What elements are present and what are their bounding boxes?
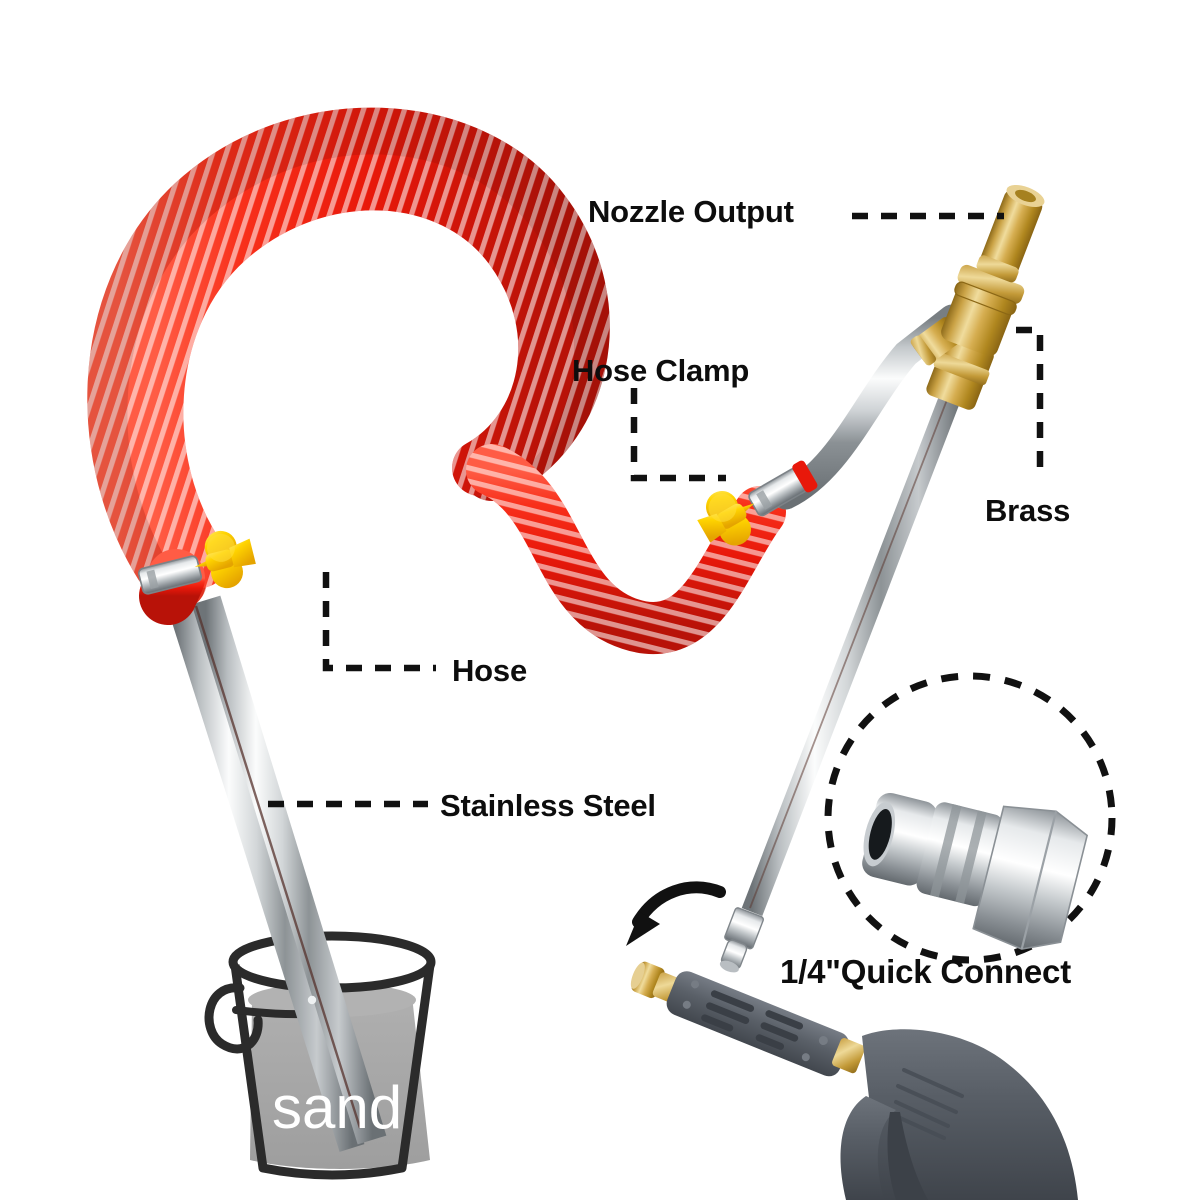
- brass-nozzle-tip: [976, 184, 1045, 283]
- gun-brass-nut: [832, 1038, 865, 1074]
- leader-lines: [268, 212, 1044, 808]
- brass-lower-ring: [933, 352, 990, 386]
- label-sand: sand: [272, 1074, 403, 1141]
- clamp-band-slot-upper: [756, 490, 773, 510]
- leader-hose-clamp: [630, 388, 726, 482]
- lance-main-tube: [741, 368, 971, 916]
- label-hose: Hose: [452, 653, 528, 688]
- brass-collar-1: [957, 264, 1025, 304]
- quick-connect-inset: [824, 672, 1116, 964]
- label-hose-clamp: Hose Clamp: [572, 353, 750, 388]
- yellow-hose-clamp-lower: [138, 530, 256, 595]
- lance-seam: [749, 373, 958, 909]
- quick-connect-plug: [862, 792, 1089, 950]
- arrow-shaft: [632, 881, 726, 928]
- stainless-suction-wand: [163, 588, 387, 1152]
- gun-trigger-guard: [840, 1096, 896, 1200]
- gun-vent-slots: [701, 990, 804, 1050]
- qc-groove-1: [930, 804, 962, 898]
- label-brass: Brass: [985, 493, 1071, 528]
- leader-hose: [322, 572, 436, 672]
- gun-barrel: [666, 971, 850, 1077]
- nozzle-base-ring: [976, 255, 1019, 283]
- yellow-hose-clamp-upper: [697, 460, 818, 546]
- wand-bead: [307, 995, 317, 1005]
- red-corrugated-hose: [60, 90, 800, 670]
- nozzle-stem: [980, 189, 1043, 278]
- qc-groove-2: [955, 810, 987, 904]
- brass-y-fitting: [910, 184, 1045, 410]
- leader-brass: [1016, 326, 1044, 470]
- gun-trigger: [887, 1112, 928, 1200]
- arrow-head: [626, 912, 660, 946]
- hose-tail-ribs: [440, 440, 800, 670]
- clamp-wing-upper: [697, 491, 755, 546]
- clamp-band-slot-lower: [146, 569, 159, 590]
- qc-hex-nut: [972, 805, 1089, 950]
- wand-tube-rear: [163, 588, 365, 1152]
- pressure-washer-gun: [630, 961, 1078, 1200]
- gun-grip-texture: [894, 1068, 964, 1140]
- gun-body: [862, 1029, 1078, 1200]
- qc-hex-edge: [1020, 810, 1058, 950]
- bucket-handle: [204, 983, 263, 1054]
- gun-barrel-body: [666, 971, 850, 1077]
- gun-rivets: [682, 980, 828, 1062]
- nozzle-bore: [1015, 189, 1036, 203]
- assembly-arrow-icon: [626, 881, 726, 946]
- label-nozzle-output: Nozzle Output: [588, 194, 794, 229]
- lance-quick-connect-tip: [719, 907, 764, 973]
- bucket-body: [230, 964, 435, 1180]
- wand-seam: [194, 605, 362, 1129]
- wand-tube-front: [191, 595, 387, 1145]
- brass-collar-2: [954, 281, 1017, 316]
- brass-side-ring: [910, 335, 937, 366]
- clamp-hose-collar: [792, 460, 818, 493]
- qc-bore: [868, 809, 892, 860]
- label-stainless-steel: Stainless Steel: [440, 788, 656, 823]
- label-quick-connect: 1/4"Quick Connect: [780, 953, 1071, 990]
- lance-plug-end: [719, 960, 739, 973]
- clamp-wing-lower: [194, 530, 256, 589]
